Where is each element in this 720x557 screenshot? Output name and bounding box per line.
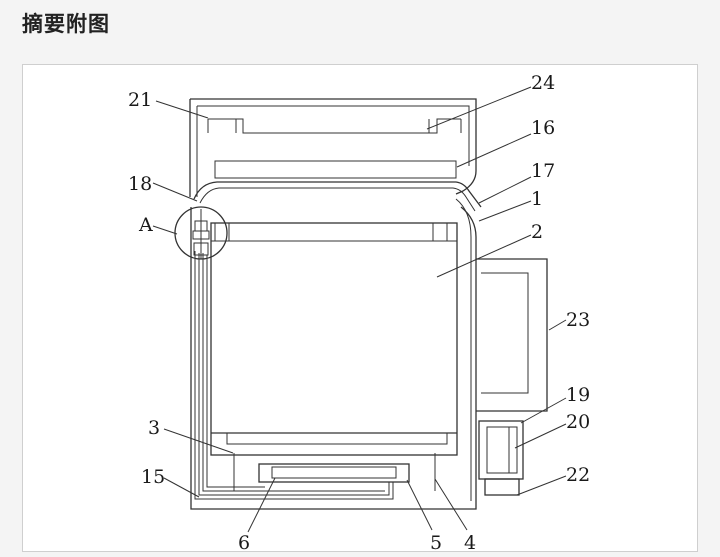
pipe-15 <box>194 251 394 500</box>
callout-21: 22 <box>566 464 590 486</box>
part-17-seal-inner <box>199 187 476 212</box>
callout-22: 23 <box>566 309 590 331</box>
callout-a: A <box>138 214 153 236</box>
callout-15: 15 <box>141 466 165 488</box>
leader-lines <box>152 86 567 533</box>
callout-18: 18 <box>128 173 152 195</box>
callout-1: 1 <box>531 188 543 210</box>
callout-19: 19 <box>566 384 590 406</box>
part-16-plate <box>214 160 457 179</box>
main-housing <box>190 198 477 510</box>
callout-4: 4 <box>464 532 476 553</box>
callout-6: 6 <box>238 532 250 553</box>
callout-24: 24 <box>531 72 555 94</box>
callout-23: 21 <box>128 89 152 111</box>
callout-2: 2 <box>531 221 543 243</box>
callout-17: 17 <box>531 160 555 182</box>
part-6-strip <box>271 466 397 479</box>
page-title: 摘要附图 <box>22 12 110 36</box>
callout-20: 20 <box>566 411 590 433</box>
callout-16: 16 <box>531 117 555 139</box>
side-panel-22 <box>476 258 548 412</box>
detail-circle-a <box>174 206 228 260</box>
part-5-box <box>258 463 410 483</box>
top-cover <box>189 98 477 197</box>
bottom-tray <box>211 432 457 491</box>
inner-chamber <box>210 222 458 456</box>
device-drawing: 21 24 16 17 1 2 18 A 23 19 20 22 3 15 6 … <box>128 72 590 553</box>
foot-21 <box>484 478 520 496</box>
part-17-seal <box>193 181 482 208</box>
callout-3: 3 <box>148 417 160 439</box>
side-box-19-20 <box>478 420 524 480</box>
callout-5: 5 <box>430 532 442 553</box>
patent-figure-panel: 21 24 16 17 1 2 18 A 23 19 20 22 3 15 6 … <box>22 64 698 553</box>
callout-labels: 21 24 16 17 1 2 18 A 23 19 20 22 3 15 6 … <box>128 72 590 553</box>
